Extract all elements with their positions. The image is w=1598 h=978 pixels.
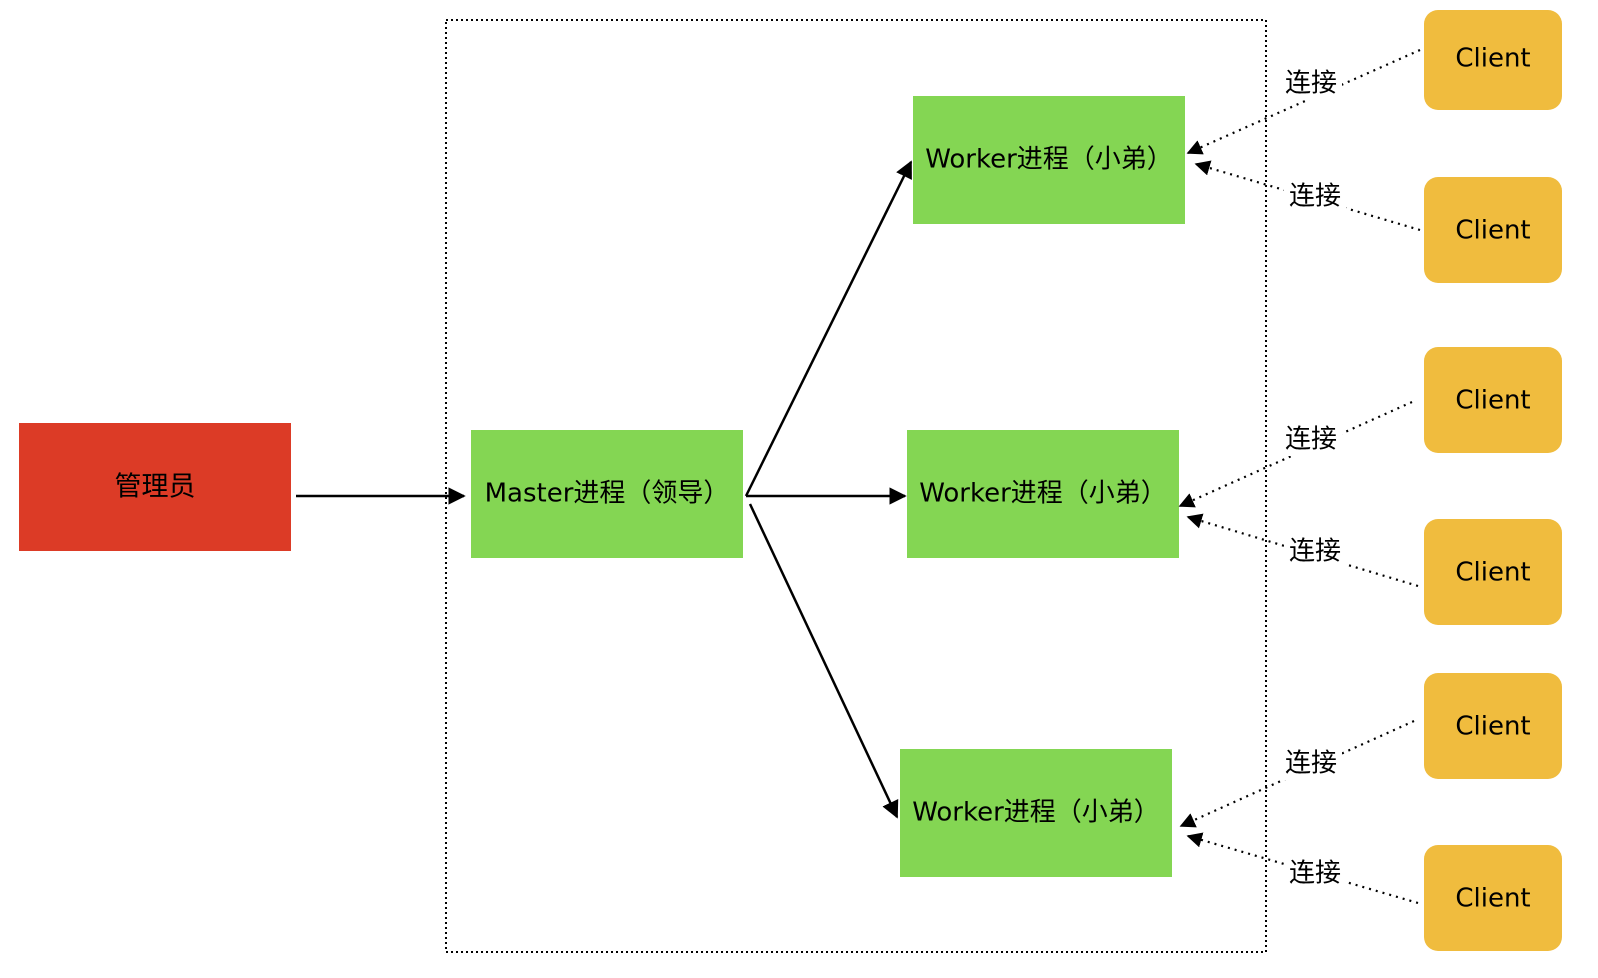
admin-label: 管理员 [115, 472, 196, 503]
worker-label: Worker进程（小弟） [919, 479, 1167, 509]
client-node: Client [1424, 10, 1562, 110]
worker-node: Worker进程（小弟） [913, 96, 1185, 224]
client-label: Client [1455, 44, 1530, 74]
connection-label-group: 连接 [1284, 180, 1346, 214]
client-label: Client [1455, 558, 1530, 588]
client-node: Client [1424, 347, 1562, 453]
process-group-boundary [445, 19, 1267, 953]
worker-label: Worker进程（小弟） [912, 798, 1160, 828]
worker-node: Worker进程（小弟） [907, 430, 1179, 558]
connection-label-group: 连接 [1280, 422, 1342, 456]
client-label: Client [1455, 884, 1530, 914]
connection-label-group: 连接 [1280, 746, 1342, 780]
client-label: Client [1455, 216, 1530, 246]
connection-label-group: 连接 [1284, 534, 1346, 568]
connection-arrow [1186, 48, 1421, 155]
connection-label: 连接 [1289, 537, 1341, 567]
connection-label: 连接 [1289, 182, 1341, 212]
connection-label: 连接 [1285, 749, 1337, 779]
client-node: Client [1424, 177, 1562, 283]
master-label: Master进程（领导） [485, 479, 730, 509]
worker-node: Worker进程（小弟） [900, 749, 1172, 877]
master-to-worker-arrow [748, 503, 899, 819]
client-label: Client [1455, 712, 1530, 742]
client-node: Client [1424, 519, 1562, 625]
client-label: Client [1455, 386, 1530, 416]
connection-label: 连接 [1289, 859, 1341, 889]
connection-label-group: 连接 [1284, 856, 1346, 890]
client-node: Client [1424, 673, 1562, 779]
worker-label: Worker进程（小弟） [925, 145, 1173, 175]
master-node: Master进程（领导） [471, 430, 743, 558]
connection-label: 连接 [1285, 425, 1337, 455]
admin-node: 管理员 [19, 423, 291, 551]
connection-label: 连接 [1285, 69, 1337, 99]
master-to-worker-arrow [744, 160, 913, 497]
connection-label-group: 连接 [1280, 66, 1342, 100]
client-node: Client [1424, 845, 1562, 951]
